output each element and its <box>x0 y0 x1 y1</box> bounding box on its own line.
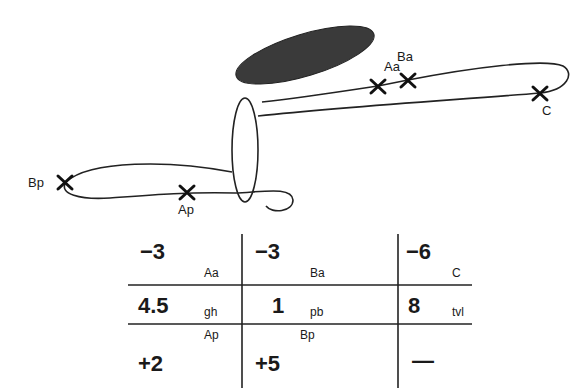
cell-name: gh <box>204 306 217 318</box>
cell-name: tvl <box>452 306 464 318</box>
cell-name: Ba <box>310 267 325 279</box>
cell-name: C <box>452 267 461 279</box>
organ-shape <box>230 14 380 96</box>
cell-name: pb <box>310 306 323 318</box>
point-marks <box>58 74 547 199</box>
cell-value: +2 <box>138 353 163 375</box>
cell-value: −6 <box>406 241 431 263</box>
cell-name: Aa <box>204 267 219 279</box>
cell-value: — <box>412 350 434 372</box>
cell-name: Ap <box>204 329 219 341</box>
cell-value: 1 <box>272 295 284 317</box>
anterior-wall-line <box>258 63 569 116</box>
cell-value: −3 <box>255 241 280 263</box>
point-label: Ap <box>178 203 194 216</box>
cell-value: 4.5 <box>138 295 169 317</box>
point-label: Ba <box>397 50 413 63</box>
cell-value: 8 <box>408 295 420 317</box>
cell-value: −3 <box>140 241 165 263</box>
grid-lines <box>128 234 472 388</box>
point-label: C <box>542 104 551 117</box>
point-label: Bp <box>28 176 44 189</box>
cell-value: +5 <box>255 353 280 375</box>
introitus-ring <box>232 98 258 202</box>
cell-name: Bp <box>300 329 315 341</box>
